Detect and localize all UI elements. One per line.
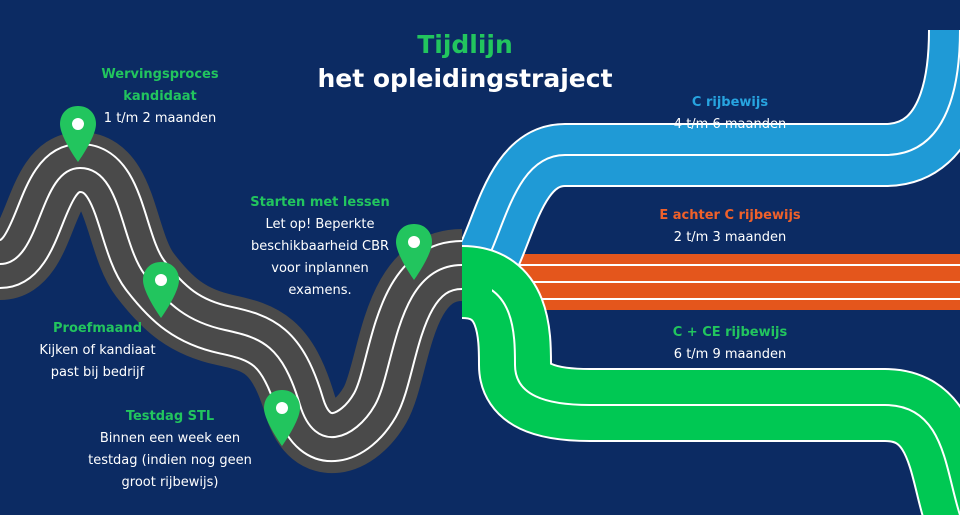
c-heading: C rijbewijs <box>691 95 769 110</box>
lessen-heading: Starten met lessen <box>250 195 390 210</box>
proefmaand-desc-2: past bij bedrijf <box>50 365 145 380</box>
e-heading: E achter C rijbewijs <box>659 208 801 223</box>
werving-heading-1: Wervingsproces <box>101 67 219 82</box>
lessen-desc-2: beschikbaarheid CBR <box>250 239 390 254</box>
label-c-ce-rijbewijs: C + CE rijbewijs 6 t/m 9 maanden <box>640 322 820 366</box>
road-main <box>0 131 466 473</box>
testdag-heading: Testdag STL <box>125 409 215 424</box>
label-c-rijbewijs: C rijbewijs 4 t/m 6 maanden <box>640 92 820 136</box>
map-pin-icon <box>143 262 179 318</box>
map-pin-icon <box>60 106 96 162</box>
label-proefmaand: Proefmaand Kijken of kandiaat past bij b… <box>20 318 175 384</box>
lessen-desc-1: Let op! Beperkte <box>265 217 375 232</box>
ce-heading: C + CE rijbewijs <box>672 325 788 340</box>
label-lessen: Starten met lessen Let op! Beperkte besc… <box>235 192 405 302</box>
testdag-desc-3: groot rijbewijs) <box>121 475 219 490</box>
ce-duration: 6 t/m 9 maanden <box>673 347 787 362</box>
label-werving: Wervingsproces kandidaat 1 t/m 2 maanden <box>80 64 240 130</box>
road-c-ce-rijbewijs <box>458 245 960 515</box>
label-testdag: Testdag STL Binnen een week een testdag … <box>70 406 270 494</box>
testdag-desc-1: Binnen een week een <box>99 431 241 446</box>
map-pin-icon <box>396 224 432 280</box>
map-pin-icon <box>264 390 300 446</box>
werving-heading-2: kandidaat <box>123 89 197 104</box>
proefmaand-heading: Proefmaand <box>53 321 142 336</box>
lessen-desc-4: examens. <box>288 283 352 298</box>
proefmaand-desc-1: Kijken of kandiaat <box>39 343 156 358</box>
title-line-1: Tijdlijn <box>417 30 513 59</box>
c-duration: 4 t/m 6 maanden <box>673 117 787 132</box>
title-line-2: het opleidingstraject <box>317 64 613 93</box>
testdag-desc-2: testdag (indien nog geen <box>88 453 252 468</box>
werving-duration: 1 t/m 2 maanden <box>103 111 217 126</box>
e-duration: 2 t/m 3 maanden <box>673 230 787 245</box>
lessen-desc-3: voor inplannen <box>271 261 369 276</box>
road-e-achter-c <box>470 254 960 310</box>
label-e-achter-c: E achter C rijbewijs 2 t/m 3 maanden <box>630 205 830 249</box>
